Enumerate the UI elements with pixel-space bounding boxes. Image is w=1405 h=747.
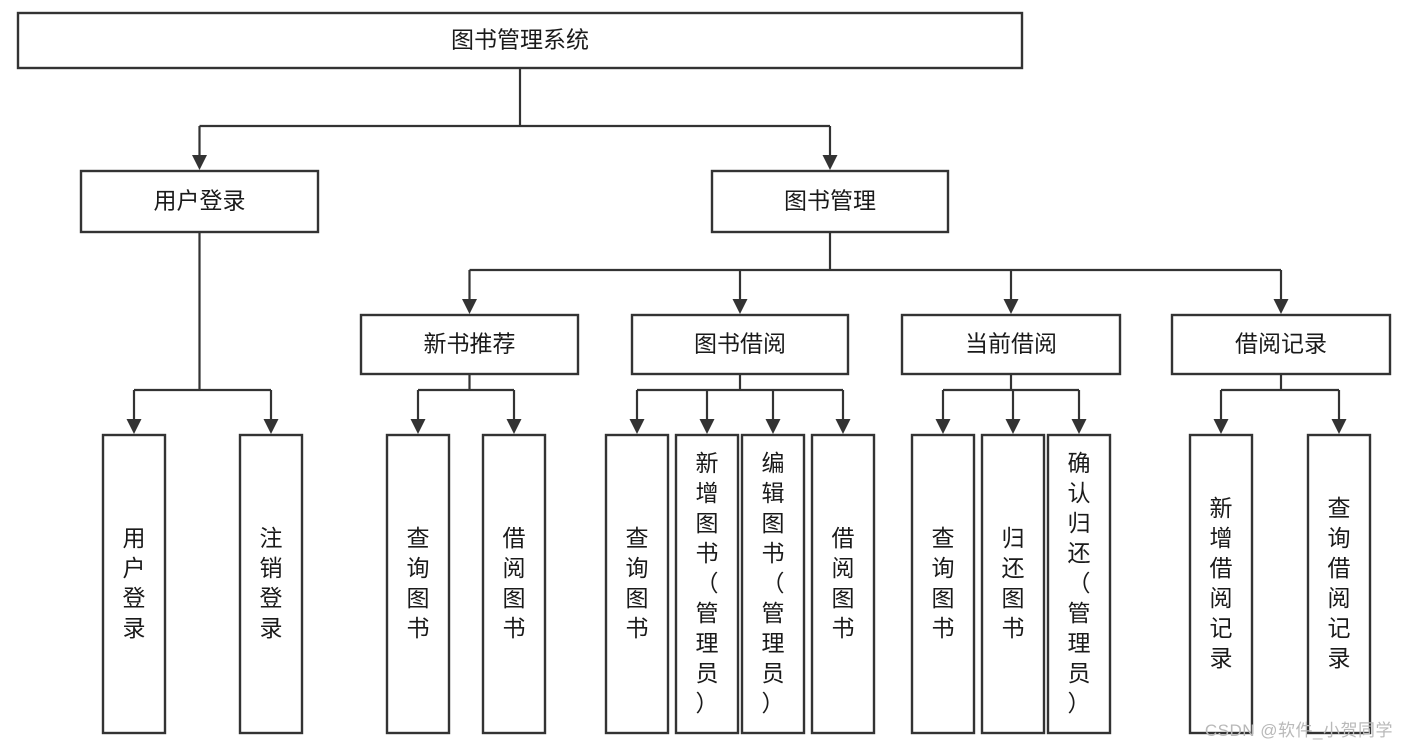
node-box-leaf-confirm-return[interactable] [1046,433,1112,735]
node-label-leaf-confirm-return: 确认归还（管理员） [1068,450,1091,716]
node-box-book-manage[interactable] [710,169,950,234]
node-box-leaf-query-book-2[interactable] [604,433,670,735]
node-leaf-user-login[interactable]: 用户登录 [101,433,167,735]
node-box-leaf-edit-book[interactable] [740,433,806,735]
arrow-head-icon [1273,299,1289,314]
node-label-leaf-query-book-3: 查询图书 [932,525,955,641]
connector-group-current-borrow [935,374,1087,434]
node-box-leaf-query-record[interactable] [1306,433,1372,735]
arrow-head-icon [699,419,715,434]
arrow-head-icon [506,419,522,434]
node-layer: 图书管理系统用户登录图书管理新书推荐图书借阅当前借阅借阅记录用户登录注销登录查询… [16,11,1392,735]
arrow-head-icon [629,419,645,434]
arrow-head-icon [263,419,279,434]
arrow-head-icon [1003,299,1019,314]
node-box-current-borrow[interactable] [900,313,1122,376]
node-label-leaf-add-book: 新增图书（管理员） [696,450,719,716]
node-box-leaf-borrow-book-1[interactable] [481,433,547,735]
arrow-head-icon [462,299,477,314]
arrow-head-icon [192,155,207,170]
node-label-borrow-record: 借阅记录 [1235,331,1327,357]
node-current-borrow[interactable]: 当前借阅 [900,313,1122,376]
node-label-current-borrow: 当前借阅 [965,331,1057,357]
node-leaf-confirm-return[interactable]: 确认归还（管理员） [1046,433,1112,735]
connector-group-new-book-rec [410,374,522,434]
arrow-head-icon [410,419,426,434]
node-box-leaf-query-book-1[interactable] [385,433,451,735]
arrow-head-icon [822,155,838,170]
node-book-borrow[interactable]: 图书借阅 [630,313,850,376]
node-box-borrow-record[interactable] [1170,313,1392,376]
node-user-login[interactable]: 用户登录 [79,169,320,234]
node-leaf-return-book[interactable]: 归还图书 [980,433,1046,735]
node-leaf-query-record[interactable]: 查询借阅记录 [1306,433,1372,735]
arrow-head-icon [765,419,781,434]
connector-group-root [192,68,838,170]
arrow-head-icon [1071,419,1087,434]
node-leaf-borrow-book-1[interactable]: 借阅图书 [481,433,547,735]
node-label-leaf-query-record: 查询借阅记录 [1328,495,1351,671]
node-label-leaf-add-record: 新增借阅记录 [1210,495,1233,671]
node-box-leaf-return-book[interactable] [980,433,1046,735]
connector-group-book-manage [462,232,1289,314]
node-label-new-book-rec: 新书推荐 [424,331,516,357]
arrow-head-icon [732,299,748,314]
node-label-leaf-query-book-2: 查询图书 [626,525,649,641]
arrow-head-icon [1213,419,1229,434]
node-new-book-rec[interactable]: 新书推荐 [359,313,580,376]
node-label-book-manage: 图书管理 [784,188,876,214]
connector-layer [126,68,1347,434]
node-box-leaf-query-book-3[interactable] [910,433,976,735]
node-box-user-login[interactable] [79,169,320,234]
node-label-leaf-query-book-1: 查询图书 [407,525,430,641]
node-leaf-logout[interactable]: 注销登录 [238,433,304,735]
arrow-head-icon [126,419,142,434]
node-leaf-query-book-1[interactable]: 查询图书 [385,433,451,735]
node-root[interactable]: 图书管理系统 [16,11,1024,70]
arrow-head-icon [1331,419,1347,434]
node-label-leaf-return-book: 归还图书 [1002,525,1025,641]
node-box-new-book-rec[interactable] [359,313,580,376]
node-box-leaf-add-book[interactable] [674,433,740,735]
node-box-leaf-add-record[interactable] [1188,433,1254,735]
arrow-head-icon [935,419,951,434]
node-box-leaf-borrow-book-2[interactable] [810,433,876,735]
connector-group-borrow-record [1213,374,1347,434]
node-leaf-edit-book[interactable]: 编辑图书（管理员） [740,433,806,735]
connector-group-book-borrow [629,374,851,434]
node-leaf-add-record[interactable]: 新增借阅记录 [1188,433,1254,735]
node-leaf-borrow-book-2[interactable]: 借阅图书 [810,433,876,735]
connector-group-user-login [126,232,279,434]
node-label-user-login: 用户登录 [154,188,246,214]
node-label-root: 图书管理系统 [451,27,589,53]
node-borrow-record[interactable]: 借阅记录 [1170,313,1392,376]
node-label-book-borrow: 图书借阅 [694,331,786,357]
node-box-root[interactable] [16,11,1024,70]
node-leaf-query-book-2[interactable]: 查询图书 [604,433,670,735]
node-label-leaf-logout: 注销登录 [260,525,283,641]
node-box-leaf-logout[interactable] [238,433,304,735]
arrow-head-icon [835,419,851,434]
node-label-leaf-user-login: 用户登录 [123,525,146,641]
node-leaf-add-book[interactable]: 新增图书（管理员） [674,433,740,735]
node-book-manage[interactable]: 图书管理 [710,169,950,234]
node-box-book-borrow[interactable] [630,313,850,376]
arrow-head-icon [1005,419,1021,434]
node-label-leaf-borrow-book-1: 借阅图书 [503,525,526,641]
node-box-leaf-user-login[interactable] [101,433,167,735]
node-label-leaf-borrow-book-2: 借阅图书 [832,525,855,641]
node-label-leaf-edit-book: 编辑图书（管理员） [762,450,785,716]
node-leaf-query-book-3[interactable]: 查询图书 [910,433,976,735]
